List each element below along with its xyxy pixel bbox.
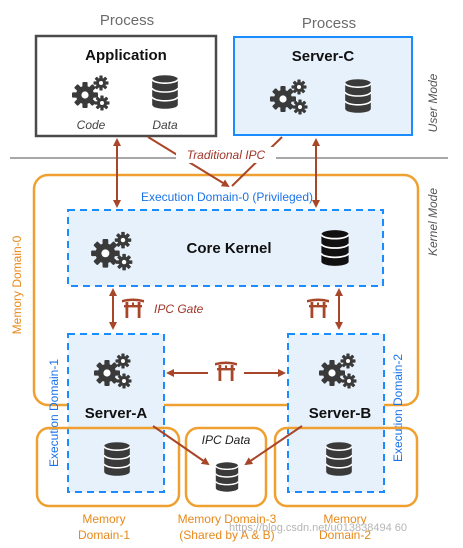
server-a-database-icon (103, 441, 131, 477)
traditional-ipc-label-bg (176, 147, 276, 163)
core-kernel-database-icon (320, 230, 350, 266)
ipc-gate-left-icon (122, 298, 144, 318)
shared-database-icon (215, 461, 239, 493)
server-b-to-ipc-data-arrow (244, 425, 303, 466)
server-a-to-ipc-data-arrow (152, 425, 210, 466)
application-title: Application (85, 47, 167, 64)
ipc-gate-right-icon (307, 298, 329, 318)
server-a-title: Server-A (85, 405, 148, 422)
ipc-data-label: IPC Data (202, 433, 251, 447)
core-kernel-title: Core Kernel (186, 240, 271, 257)
memory-domain-3-label-line2: (Shared by A & B) (179, 528, 274, 542)
watermark-text: https://blog.csdn.net/u013838494 60 (229, 522, 407, 534)
ipc-gate-label: IPC Gate (154, 302, 204, 316)
memory-domain-2-box (273, 426, 419, 508)
application-box (34, 34, 218, 138)
memory-domain-0-box (32, 173, 420, 407)
execution-domain-1-label: Execution Domain-1 (47, 359, 61, 467)
user-mode-label: User Mode (426, 73, 440, 132)
memory-domain-0-label: Memory Domain-0 (10, 235, 24, 334)
kernel-mode-label: Kernel Mode (426, 188, 440, 256)
ipc-gate-middle-icon (215, 361, 237, 381)
code-label: Code (77, 118, 106, 132)
memory-domain-2-label-line2: Domain-2 (319, 528, 371, 542)
server-c-database-icon (344, 78, 372, 114)
memory-domain-1-label-line2: Domain-1 (78, 528, 130, 542)
process-label-right: Process (302, 15, 356, 32)
data-database-icon (151, 74, 179, 110)
memory-domain-2-label-line1: Memory (323, 512, 366, 526)
execution-domain-2-label: Execution Domain-2 (391, 354, 405, 462)
process-label-left: Process (100, 12, 154, 29)
memory-domain-1-box (35, 426, 181, 508)
server-c-box (233, 36, 413, 136)
server-c-title: Server-C (292, 48, 355, 65)
traditional-ipc-label: Traditional IPC (187, 148, 266, 162)
execution-domain-0-label: Execution Domain-0 (Privileged) (141, 190, 313, 204)
data-label: Data (152, 118, 178, 132)
server-b-database-icon (325, 441, 353, 477)
memory-domain-3-label-line1: Memory Domain-3 (178, 512, 277, 526)
server-b-title: Server-B (309, 405, 372, 422)
memory-domain-3-box (184, 426, 268, 508)
memory-domain-1-label-line1: Memory (82, 512, 125, 526)
